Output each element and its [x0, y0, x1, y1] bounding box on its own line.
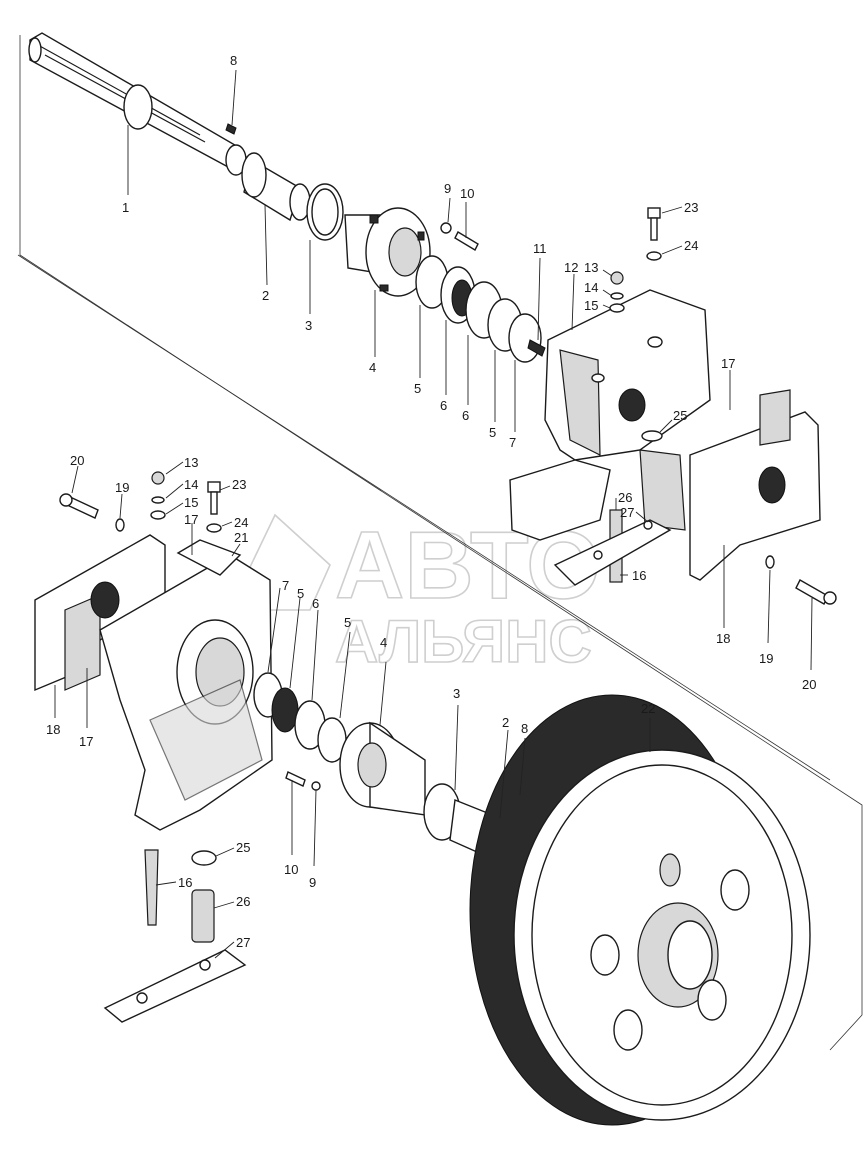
callout-9-left: 9 — [309, 875, 316, 890]
left-bolt-nut — [285, 771, 321, 791]
bottom-assembly — [34, 471, 811, 1126]
right-bracket — [639, 389, 821, 581]
left-mount-parts — [103, 849, 247, 1023]
callout-14-top: 14 — [584, 280, 598, 295]
callout-6-left: 6 — [312, 596, 319, 611]
callout-13-left: 13 — [184, 455, 198, 470]
top-assembly — [28, 32, 837, 605]
callout-6a: 6 — [440, 398, 447, 413]
right-bolt-washer — [765, 555, 837, 605]
housing — [509, 289, 711, 541]
callout-17-right: 17 — [721, 356, 735, 371]
nut-washer-stack-top — [609, 271, 625, 313]
callout-11: 11 — [533, 241, 547, 256]
callout-25-right: 25 — [673, 408, 687, 423]
callout-15-top: 15 — [584, 298, 598, 313]
callout-22: 22 — [641, 701, 655, 716]
callout-12: 12 — [564, 260, 578, 275]
watermark-line-2: АЛЬЯНС — [335, 608, 592, 675]
callout-20-right: 20 — [802, 677, 816, 692]
left-ring-stack — [253, 672, 347, 763]
callout-24-top: 24 — [684, 238, 698, 253]
bolt-washer-bottom — [206, 481, 222, 533]
callout-19-right: 19 — [759, 651, 773, 666]
callout-3: 3 — [305, 318, 312, 333]
plug — [527, 339, 546, 357]
left-housing — [99, 539, 273, 831]
callout-25-left: 25 — [236, 840, 250, 855]
callout-5a: 5 — [414, 381, 421, 396]
ring-stack — [415, 255, 542, 363]
shaft — [28, 32, 247, 176]
callout-26-left: 26 — [236, 894, 250, 909]
callout-23-top: 23 — [684, 200, 698, 215]
callout-5b: 5 — [489, 425, 496, 440]
callout-10: 10 — [460, 186, 474, 201]
wheel — [469, 694, 811, 1126]
callout-6b: 6 — [462, 408, 469, 423]
callout-17-left-bottom: 17 — [79, 734, 93, 749]
callout-20-left: 20 — [70, 453, 84, 468]
callout-18-left: 18 — [46, 722, 60, 737]
callout-7-left: 7 — [282, 578, 289, 593]
callout-13-top: 13 — [584, 260, 598, 275]
axis-outline — [19, 35, 863, 1051]
callout-27-right: 27 — [620, 505, 634, 520]
callout-17-left-top: 17 — [184, 512, 198, 527]
right-mount-parts — [553, 430, 672, 586]
callout-3-left: 3 — [453, 686, 460, 701]
left-bolt-washer — [59, 493, 125, 532]
axis-centerline — [17, 254, 831, 781]
bolt-and-nut — [440, 222, 479, 251]
nut-washer-stack-bottom — [150, 471, 166, 520]
left-bracket — [34, 534, 166, 692]
callout-9: 9 — [444, 181, 451, 196]
callout-2: 2 — [262, 288, 269, 303]
callout-19-left: 19 — [115, 480, 129, 495]
callout-15-left: 15 — [184, 495, 198, 510]
o-ring-inner — [311, 188, 339, 236]
callout-4-left: 4 — [380, 635, 387, 650]
callout-5-left-b: 5 — [344, 615, 351, 630]
callout-18-right: 18 — [716, 631, 730, 646]
hub — [344, 207, 431, 297]
callout-10-left: 10 — [284, 862, 298, 877]
bushing — [241, 152, 311, 222]
callout-16-right: 16 — [632, 568, 646, 583]
callout-8: 8 — [230, 53, 237, 68]
callout-8-left: 8 — [521, 721, 528, 736]
callout-23-left: 23 — [232, 477, 246, 492]
callout-4: 4 — [369, 360, 376, 375]
callout-24-left: 24 — [234, 515, 248, 530]
callout-21: 21 — [234, 530, 248, 545]
callout-26-right: 26 — [618, 490, 632, 505]
callout-2-left: 2 — [502, 715, 509, 730]
callout-1: 1 — [122, 200, 129, 215]
callout-27-left: 27 — [236, 935, 250, 950]
callout-16-left: 16 — [178, 875, 192, 890]
bolt-washer-top — [646, 207, 662, 261]
callouts: 1 2 3 4 5 6 6 5 7 8 9 10 11 12 13 14 15 — [46, 53, 816, 959]
assembly-axis-lines — [17, 35, 863, 1051]
key — [225, 123, 237, 135]
callout-7: 7 — [509, 435, 516, 450]
callout-5-left-a: 5 — [297, 586, 304, 601]
callout-14-left: 14 — [184, 477, 198, 492]
left-hub — [339, 721, 426, 816]
